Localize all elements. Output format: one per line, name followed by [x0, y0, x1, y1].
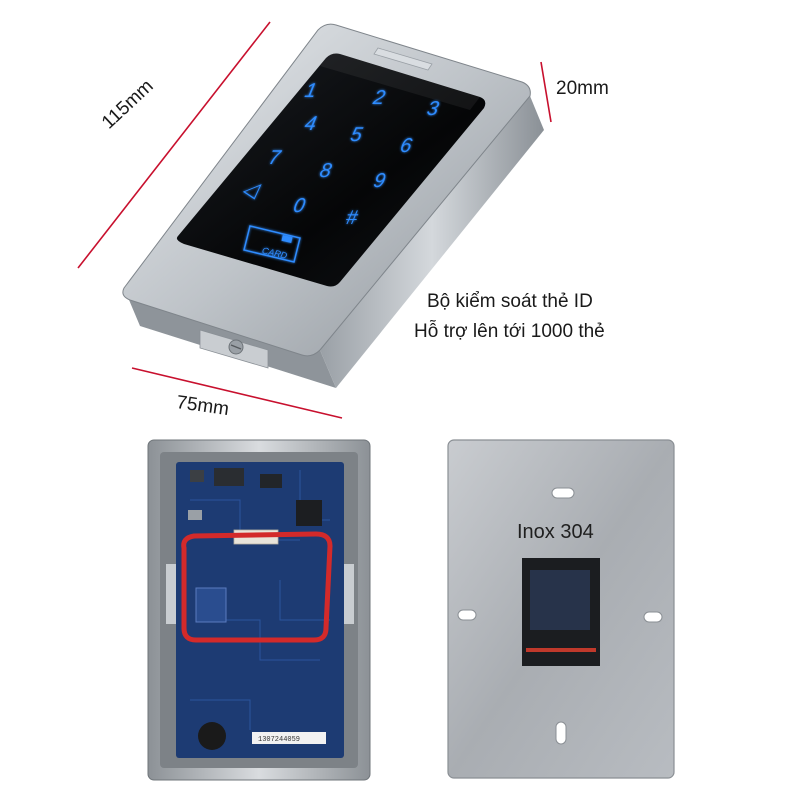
- key-9[interactable]: 9: [372, 170, 388, 192]
- key-1[interactable]: 1: [303, 80, 319, 102]
- relay: [195, 587, 227, 623]
- serial-sticker: [252, 732, 326, 744]
- back-plate: [447, 439, 675, 779]
- dimension-line-length: [77, 21, 271, 269]
- mounting-slot-top: [551, 487, 575, 499]
- rfid-antenna-coil: [181, 531, 333, 643]
- key-4[interactable]: 4: [303, 113, 319, 135]
- description-line-2: Hỗ trợ lên tới 1000 thẻ: [414, 321, 605, 342]
- material-label: Inox 304: [517, 521, 594, 543]
- dimension-label-depth: 20mm: [556, 78, 609, 99]
- dimension-line-depth: [540, 61, 552, 123]
- open-housing: 1307244059: [147, 439, 371, 781]
- keypad-reader: [122, 23, 544, 388]
- card-icon: [243, 225, 301, 263]
- dimension-line-width: [131, 367, 343, 419]
- key-2[interactable]: 2: [370, 87, 387, 109]
- mounting-slot-right: [643, 611, 663, 623]
- mounting-slot-bottom: [555, 721, 567, 745]
- buzzer-icon: [198, 722, 226, 750]
- description-line-1: Bộ kiểm soát thẻ ID: [427, 291, 593, 312]
- mounting-slot-left: [457, 609, 477, 621]
- serial-text: 1307244059: [258, 736, 300, 744]
